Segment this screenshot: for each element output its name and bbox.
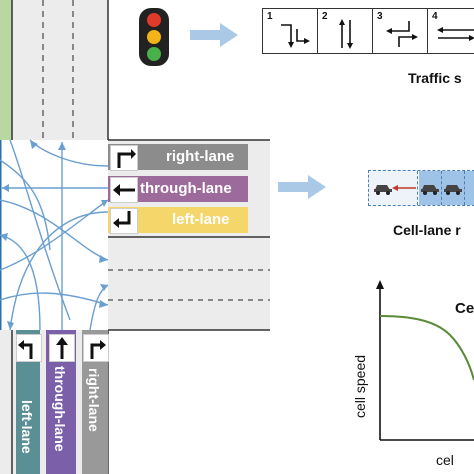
phase-cell: 1	[263, 9, 318, 53]
speed-curve	[379, 315, 474, 381]
north-road	[0, 0, 108, 140]
south-right-lane-sign	[83, 334, 109, 362]
south-right-lane-label: right-lane	[86, 368, 102, 432]
right-arrow-icon	[190, 23, 238, 47]
phase-number: 1	[267, 11, 273, 22]
left-arrow-icon	[392, 185, 416, 191]
east-right-lane-sign	[110, 145, 138, 171]
left-right-arrows-icon	[437, 27, 474, 41]
east-through-lane-sign	[110, 177, 138, 203]
traffic-flow-arrows	[0, 139, 109, 331]
south-through-lane-label: through-lane	[52, 366, 68, 452]
phase-cell: 2	[318, 9, 373, 53]
speed-curve-chart	[376, 280, 474, 441]
turn-right-arrow-icon	[117, 149, 136, 168]
cell-lane-caption: Cell-lane r	[393, 222, 461, 238]
phase-number: 2	[322, 11, 328, 22]
car-icon	[374, 185, 392, 195]
speed-chart-ylabel: cell speed	[352, 354, 368, 418]
right-arrow-icon	[278, 175, 326, 199]
phase-cell: 3	[373, 9, 428, 53]
turn-arrows-icon	[386, 21, 418, 47]
signal-phase-caption: Traffic s	[408, 70, 462, 86]
up-down-arrows-icon	[339, 19, 353, 49]
south-left-lane-sign	[16, 334, 42, 362]
east-through-lane-label: through-lane	[140, 180, 232, 197]
flow-arrowheads	[0, 140, 108, 330]
speed-chart-xlabel: cel	[436, 452, 454, 468]
turn-arrows-icon	[281, 24, 310, 48]
speed-chart-title: Ce	[455, 300, 474, 317]
phase-number: 4	[432, 11, 438, 22]
up-arrow-icon	[56, 337, 68, 359]
phase-number: 3	[377, 11, 383, 22]
intersection-box	[0, 140, 108, 330]
east-road	[108, 140, 270, 330]
east-left-lane-sign	[110, 208, 138, 234]
turn-left-arrow-icon	[113, 211, 131, 228]
car-icon	[421, 185, 439, 195]
north-green-lane	[0, 0, 12, 140]
traffic-light-icon	[139, 8, 169, 66]
signal-phase-table: 1 2 3 4	[262, 8, 474, 54]
phase-cell: 4	[428, 9, 474, 53]
turn-left-arrow-icon	[18, 340, 33, 359]
east-right-lane-label: right-lane	[166, 148, 235, 165]
cell-occupied	[465, 171, 474, 205]
turn-right-arrow-icon	[90, 340, 106, 359]
east-left-lane-label: left-lane	[172, 211, 230, 228]
south-left-lane-label: left-lane	[19, 400, 35, 454]
car-icon	[444, 185, 462, 195]
intersection-diagram	[0, 0, 270, 474]
left-arrow-icon	[113, 184, 135, 196]
south-through-lane-sign	[49, 334, 75, 362]
cell-lane-model	[368, 170, 474, 206]
